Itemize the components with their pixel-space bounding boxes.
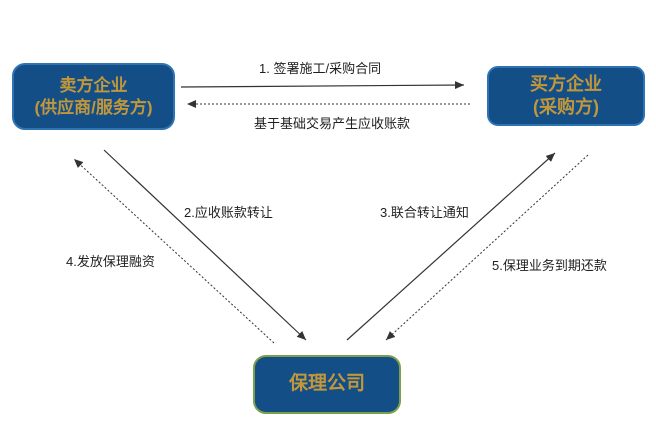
arrow-contract — [180, 81, 465, 90]
node-seller-company: 卖方企业 (供应商/服务方) — [12, 63, 175, 130]
seller-role: (供应商/服务方) — [34, 97, 153, 117]
edge-label-contract: 1. 签署施工/采购合同 — [259, 61, 382, 76]
buyer-role: (采购方) — [533, 97, 599, 117]
edge-label-financing: 4.发放保理融资 — [66, 254, 155, 269]
arrow-notice — [346, 152, 556, 341]
edge-label-repayment: 5.保理业务到期还款 — [492, 258, 607, 273]
node-buyer-company: 买方企业 (采购方) — [487, 66, 645, 126]
arrow-repayment — [385, 154, 589, 341]
edge-label-notice: 3.联合转让通知 — [380, 205, 469, 220]
seller-name: 卖方企业 — [59, 75, 128, 95]
edge-label-receivable: 基于基础交易产生应收账款 — [254, 116, 411, 131]
buyer-name: 买方企业 — [530, 73, 602, 94]
edge-label-transfer: 2.应收账款转让 — [184, 205, 273, 220]
arrow-transfer — [103, 149, 307, 341]
arrow-financing — [73, 158, 275, 344]
node-factoring-company: 保理公司 — [253, 355, 401, 414]
factor-name: 保理公司 — [288, 373, 365, 395]
